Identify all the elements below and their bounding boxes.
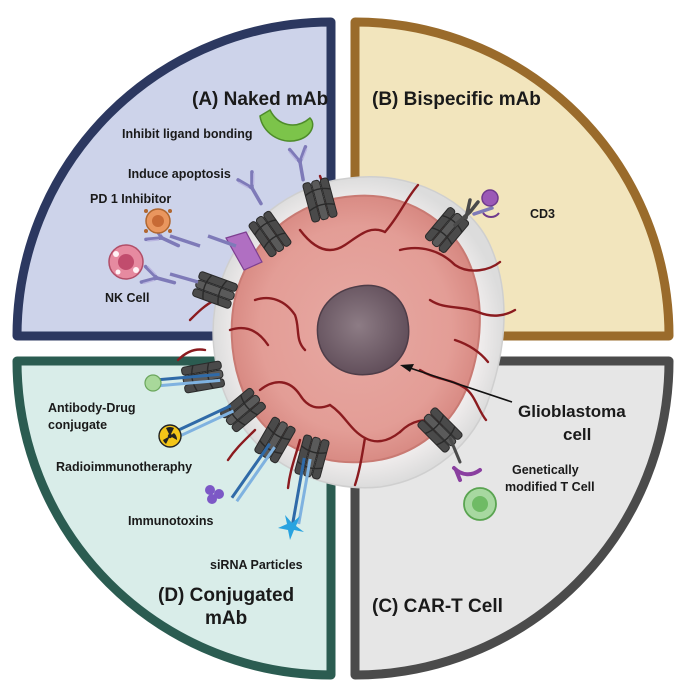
conjugated-mab-title-line1: (D) Conjugated [158, 585, 294, 606]
inhibit-ligand-label: Inhibit ligand bonding [122, 127, 253, 141]
antibody-drug-conjugate-label-1: Antibody-Drug [48, 401, 135, 415]
immunotoxins-label: Immunotoxins [128, 514, 213, 528]
induce-apoptosis-label: Induce apoptosis [128, 167, 231, 181]
sirna-particles-label: siRNA Particles [210, 558, 303, 572]
car-t-cell-title: (C) CAR-T Cell [372, 596, 503, 617]
tumor-nucleus [316, 284, 410, 376]
glioblastoma-label-line1: Glioblastoma [518, 402, 626, 421]
car-t-cell-icon [448, 436, 497, 521]
nk-cell-label: NK Cell [105, 291, 149, 305]
radioimmunotherapy-label: Radioimmunotheraphy [56, 460, 192, 474]
naked-mab-antibodies [139, 144, 314, 294]
antibody-drug-conjugate-label-2: conjugate [48, 418, 107, 432]
radiation-hazard-icon [158, 424, 182, 448]
green-ligand-icon [259, 108, 314, 142]
sirna-particle-icon [278, 515, 304, 540]
nk-cell-icon [108, 244, 144, 280]
pd1-inhibitor-label: PD 1 Inhibitor [90, 192, 171, 206]
immunotoxin-icon [205, 485, 224, 504]
bispecific-antibody-icon [453, 189, 500, 227]
naked-mab-title: (A) Naked mAb [192, 89, 328, 110]
glioblastoma-label-line2: cell [563, 425, 591, 444]
genetically-modified-label-1: Genetically [512, 463, 579, 477]
genetically-modified-label-2: modified T Cell [505, 480, 595, 494]
purple-receptor-icon [225, 231, 263, 271]
conjugated-antibodies [144, 372, 312, 540]
pd1-inhibitor-cell-icon [144, 208, 172, 234]
bispecific-mab-title: (B) Bispecific mAb [372, 89, 541, 110]
cd3-label: CD3 [530, 207, 555, 221]
drug-payload-icon [144, 374, 162, 392]
conjugated-mab-title-line2: mAb [205, 608, 247, 629]
glioblastoma-pointer-arrow [400, 364, 513, 403]
